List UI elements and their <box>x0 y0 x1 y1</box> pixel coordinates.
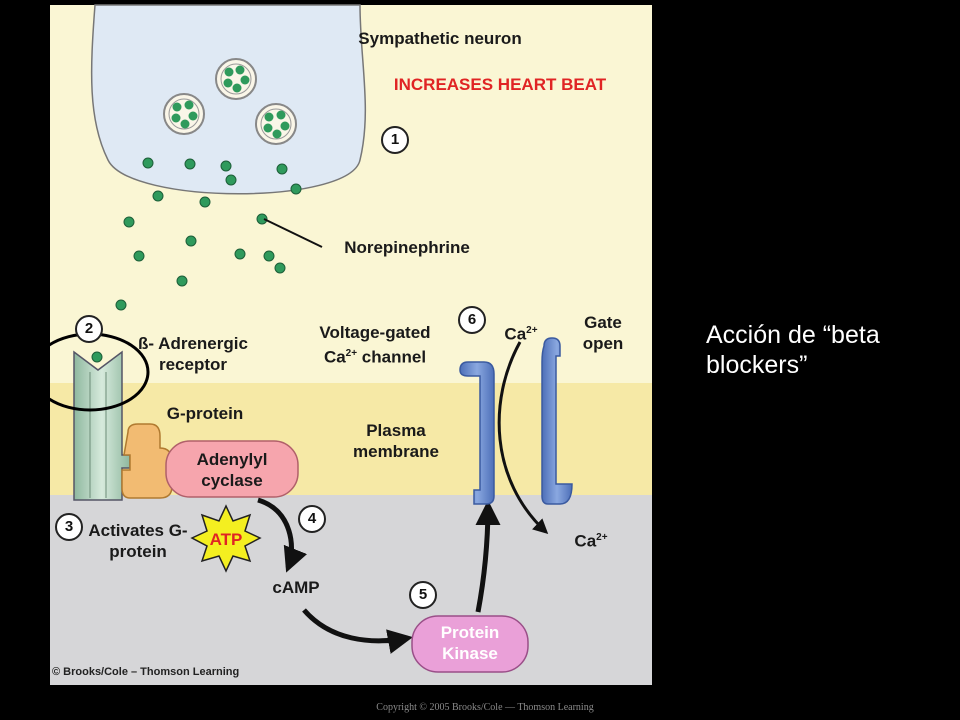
calcium-inside-label: Ca2+ <box>574 531 608 551</box>
publisher-credit: © Brooks/Cole – Thomson Learning <box>52 666 240 678</box>
calcium-outside-label: Ca2+ <box>504 324 538 344</box>
step-6-badge: 6 <box>458 306 486 334</box>
copyright-notice: Copyright © 2005 Brooks/Cole — Thomson L… <box>376 702 594 713</box>
voltage-gated-channel-label: Voltage-gated Ca2+ channel <box>300 322 450 368</box>
cytoplasm-bottom <box>50 495 652 685</box>
calcium-channel-left <box>459 361 495 505</box>
synaptic-vesicle <box>163 93 205 135</box>
protein-kinase-label: Protein Kinase <box>440 623 500 663</box>
atp-star <box>190 504 262 573</box>
gate-open-label: Gate open <box>582 313 624 353</box>
sympathetic-neuron-label: Sympathetic neuron <box>358 29 522 48</box>
calcium-influx-arrow <box>497 341 549 535</box>
synaptic-vesicle <box>215 58 257 100</box>
beta-adrenergic-receptor-label: ß- Adrenergic receptor <box>138 334 248 374</box>
plasma-membrane-label: Plasma membrane <box>353 421 439 461</box>
neuron-terminal <box>90 4 367 195</box>
adenylyl-cyclase-label: Adenylyl cyclase <box>196 450 268 490</box>
voltage-gated-line2: Ca2+ channel <box>323 347 427 367</box>
camp-label: cAMP <box>272 578 320 597</box>
calcium-channel-right <box>541 337 573 505</box>
step-3-badge: 3 <box>55 513 83 541</box>
increases-heart-beat-label: INCREASES HEART BEAT <box>393 75 607 94</box>
atp-label: ATP <box>209 530 243 549</box>
voltage-gated-line1: Voltage-gated <box>319 323 431 342</box>
norepinephrine-molecules <box>91 157 302 363</box>
step-5-badge: 5 <box>409 581 437 609</box>
slide-title: Acción de “beta blockers” <box>706 321 880 379</box>
norepinephrine-label: Norepinephrine <box>344 238 470 257</box>
activates-g-protein-label: Activates G-protein <box>88 521 188 561</box>
kinase-to-channel-arrow <box>475 500 501 613</box>
adenylyl-cyclase <box>165 440 299 498</box>
camp-to-kinase-arrow <box>302 608 413 654</box>
g-protein-label: G-protein <box>166 404 244 423</box>
synaptic-vesicle <box>255 103 297 145</box>
atp-to-camp-arrow <box>257 497 308 573</box>
step-2-badge: 2 <box>75 315 103 343</box>
step-1-badge: 1 <box>381 126 409 154</box>
norepinephrine-pointer <box>263 218 323 248</box>
step-4-badge: 4 <box>298 505 326 533</box>
protein-kinase <box>411 615 529 673</box>
